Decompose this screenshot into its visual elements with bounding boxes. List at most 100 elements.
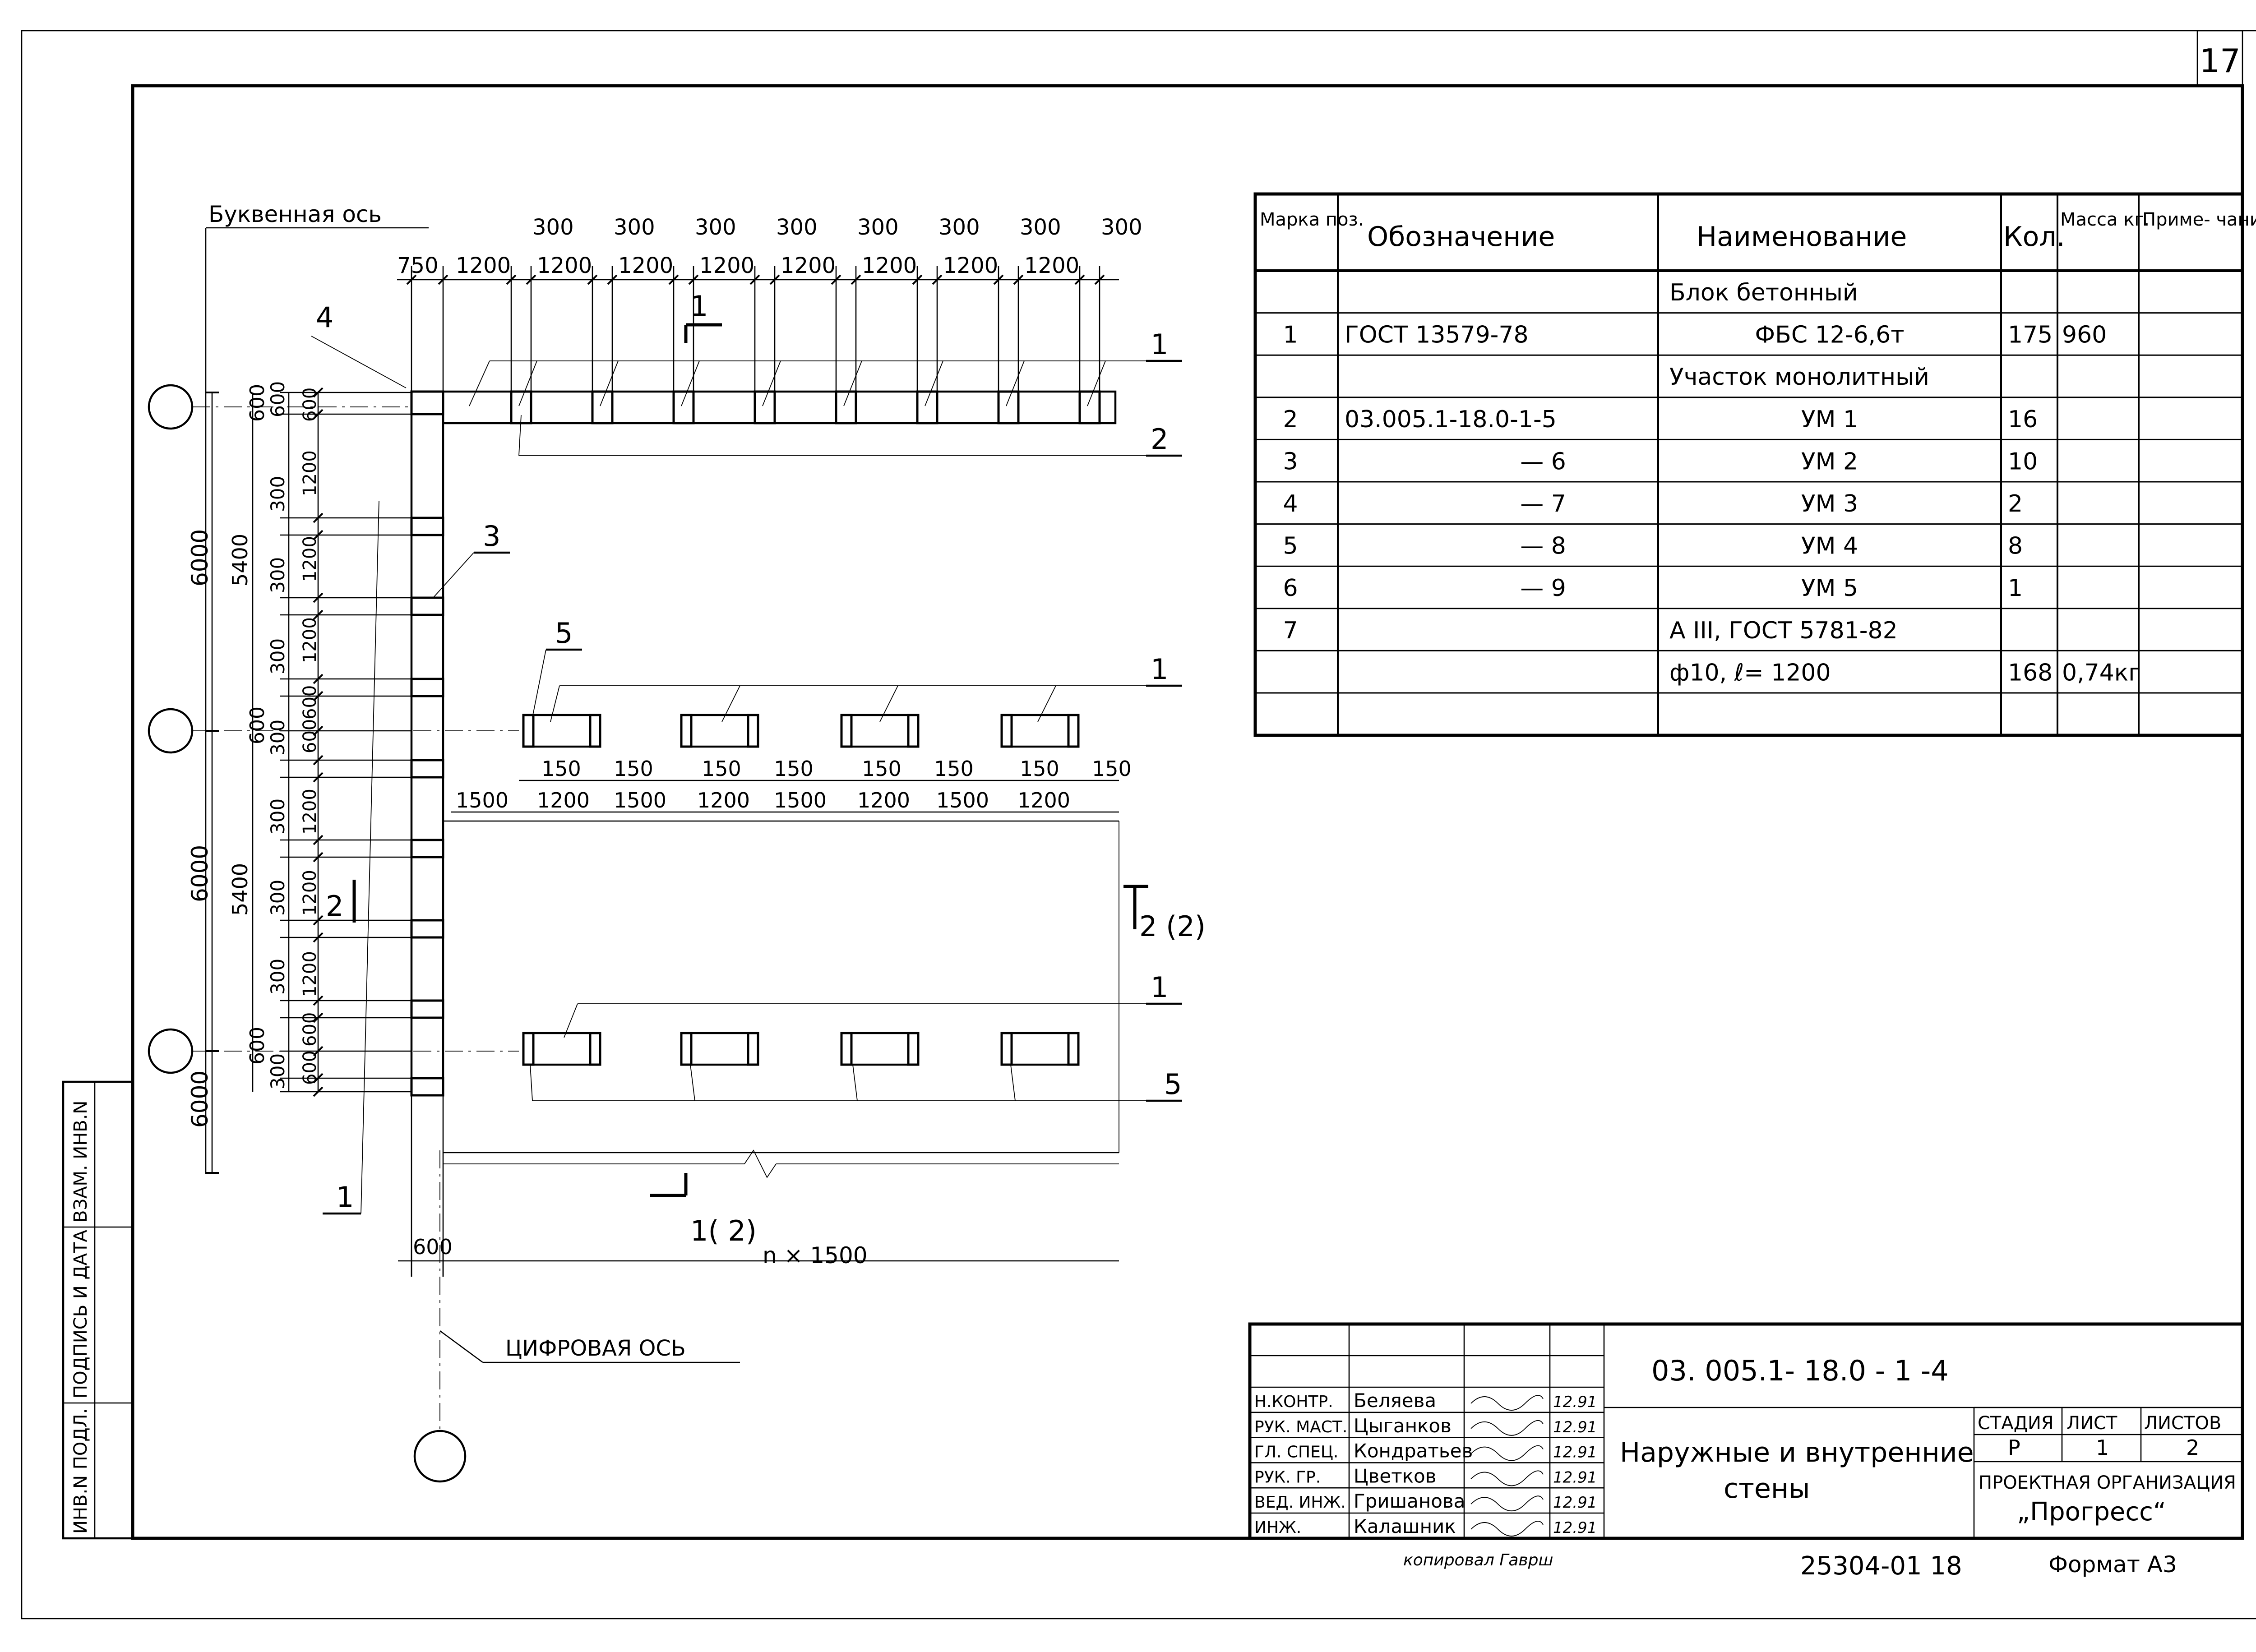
sheets-value: 2 — [2186, 1435, 2199, 1460]
dim-top-upper: 300 — [938, 215, 980, 240]
spec-cell: 175 — [2008, 322, 2053, 349]
dim-inner-upper: 150 — [702, 757, 741, 781]
dim-inner-upper: 150 — [1092, 757, 1132, 781]
archive-number: 25304-01 18 — [1800, 1551, 1962, 1581]
person-date: 12.91 — [1553, 1494, 1597, 1512]
spec-header: Кол. — [2003, 221, 2065, 253]
dim-left-colA: 300 — [267, 959, 289, 995]
person-date: 12.91 — [1553, 1418, 1597, 1436]
spec-cell: — 6 — [1520, 448, 1566, 475]
dim-inner-upper: 150 — [1020, 757, 1059, 781]
callout-5-low: 5 — [1164, 1068, 1182, 1101]
dim-left-6000: 6000 — [187, 1071, 213, 1128]
person-name: Цыганков — [1354, 1415, 1452, 1437]
person-date: 12.91 — [1553, 1393, 1597, 1411]
dim-left-colA: 300 — [267, 557, 289, 593]
inner-wall-row-2 — [522, 1003, 1182, 1101]
spec-header: Наименование — [1697, 221, 1907, 253]
spec-cell: ФБС 12-6,6т — [1755, 322, 1904, 349]
side-stamp-inv: ИНВ.N ПОДЛ. — [70, 1408, 91, 1534]
signature-mark — [1470, 1395, 1544, 1411]
spec-cell: 16 — [2008, 406, 2038, 433]
person-date: 12.91 — [1553, 1444, 1597, 1462]
dim-left-colB: 600 — [300, 719, 320, 753]
dim-top-lower: 750 — [397, 253, 439, 278]
dim-left-colB: 600 — [300, 1012, 320, 1047]
spec-cell: Блок бетонный — [1669, 279, 1858, 306]
spec-cell: — 8 — [1520, 533, 1566, 560]
dim-left-colB: 1200 — [300, 951, 320, 997]
dim-inner-lower: 1500 — [456, 788, 509, 812]
dim-inner-lower: 1500 — [614, 788, 666, 812]
spec-cell: 7 — [1283, 617, 1298, 644]
person-name: Гришанова — [1354, 1490, 1465, 1512]
spec-cell: 5 — [1283, 533, 1298, 560]
dim-top-lower: 1200 — [618, 253, 673, 278]
dim-left-5400: 5400 — [228, 863, 252, 916]
dim-top-lower: 1200 — [699, 253, 754, 278]
spec-cell: 1 — [1283, 322, 1298, 349]
dim-left-colB: 600 — [300, 1051, 320, 1085]
dim-top-lower: 1200 — [943, 253, 998, 278]
person-role: РУК. ГР. — [1254, 1468, 1321, 1486]
person-name: Кондратьев — [1354, 1440, 1473, 1462]
dim-inner-lower: 1200 — [537, 788, 590, 812]
spec-cell: — 9 — [1520, 575, 1566, 602]
spec-cell: 2 — [1283, 406, 1298, 433]
callout-1-mid: 1 — [1151, 653, 1168, 686]
dim-left-colB: 1200 — [300, 450, 320, 496]
dim-left-colB: 1200 — [300, 536, 320, 582]
dim-left-colA: 300 — [267, 1053, 289, 1089]
dim-left-6000: 6000 — [187, 845, 213, 902]
dim-top-lower: 1200 — [862, 253, 917, 278]
spec-cell: 4 — [1283, 490, 1298, 517]
signature-mark — [1470, 1445, 1544, 1461]
dim-left-colB: 600 — [300, 685, 320, 720]
dim-left-5400: 5400 — [228, 534, 252, 586]
dim-inner-upper: 150 — [614, 757, 653, 781]
stage-value: Р — [2008, 1435, 2020, 1460]
callout-1-low: 1 — [1151, 971, 1168, 1004]
dim-top-upper: 300 — [532, 215, 574, 240]
person-name: Калашник — [1354, 1515, 1456, 1537]
spec-cell: ГОСТ 13579-78 — [1345, 322, 1529, 349]
spec-cell: 1 — [2008, 575, 2023, 602]
person-date: 12.91 — [1553, 1519, 1597, 1537]
spec-header: Марка поз. — [1260, 209, 1364, 230]
dim-top-lower: 1200 — [537, 253, 592, 278]
spec-cell: ф10, ℓ= 1200 — [1669, 659, 1831, 686]
sheet-number-box — [2196, 30, 2243, 87]
stage-label: СТАДИЯ — [1978, 1413, 2054, 1434]
person-role: РУК. МАСТ. — [1254, 1418, 1347, 1436]
dim-left-600: 600 — [246, 706, 269, 744]
spec-cell: 2 — [2008, 490, 2023, 517]
spec-cell: 168 — [2008, 659, 2053, 686]
axis-bubble — [148, 1028, 194, 1074]
dim-inner-upper: 150 — [541, 757, 581, 781]
dim-inner-upper: 150 — [934, 757, 974, 781]
callout-2-top: 2 — [1151, 423, 1168, 456]
spec-cell: 960 — [2062, 322, 2107, 349]
section-2-left: 2 — [326, 890, 343, 923]
callout-5: 5 — [555, 617, 573, 650]
sheet-format: Формат А3 — [2048, 1551, 2177, 1578]
person-role: Н.КОНТР. — [1254, 1393, 1333, 1411]
dim-left-colB: 1200 — [300, 617, 320, 663]
axis-bubble-digit — [413, 1430, 467, 1483]
spec-header: Приме- чание — [2142, 209, 2256, 230]
side-stamp-sign: ПОДПИСЬ И ДАТА — [70, 1229, 91, 1398]
signature-mark — [1470, 1420, 1544, 1436]
dim-inner-lower: 1500 — [774, 788, 827, 812]
dim-left-colA: 300 — [267, 638, 289, 674]
dim-top-upper: 300 — [776, 215, 818, 240]
outer-frame — [21, 30, 2256, 1620]
top-wall-monolithic — [510, 390, 1101, 425]
dim-left-colA: 300 — [267, 476, 289, 512]
dim-top-lower: 1200 — [781, 253, 836, 278]
person-name: Цветков — [1354, 1465, 1436, 1487]
dim-inner-lower: 1200 — [1017, 788, 1070, 812]
dim-inner-lower: 1200 — [857, 788, 910, 812]
